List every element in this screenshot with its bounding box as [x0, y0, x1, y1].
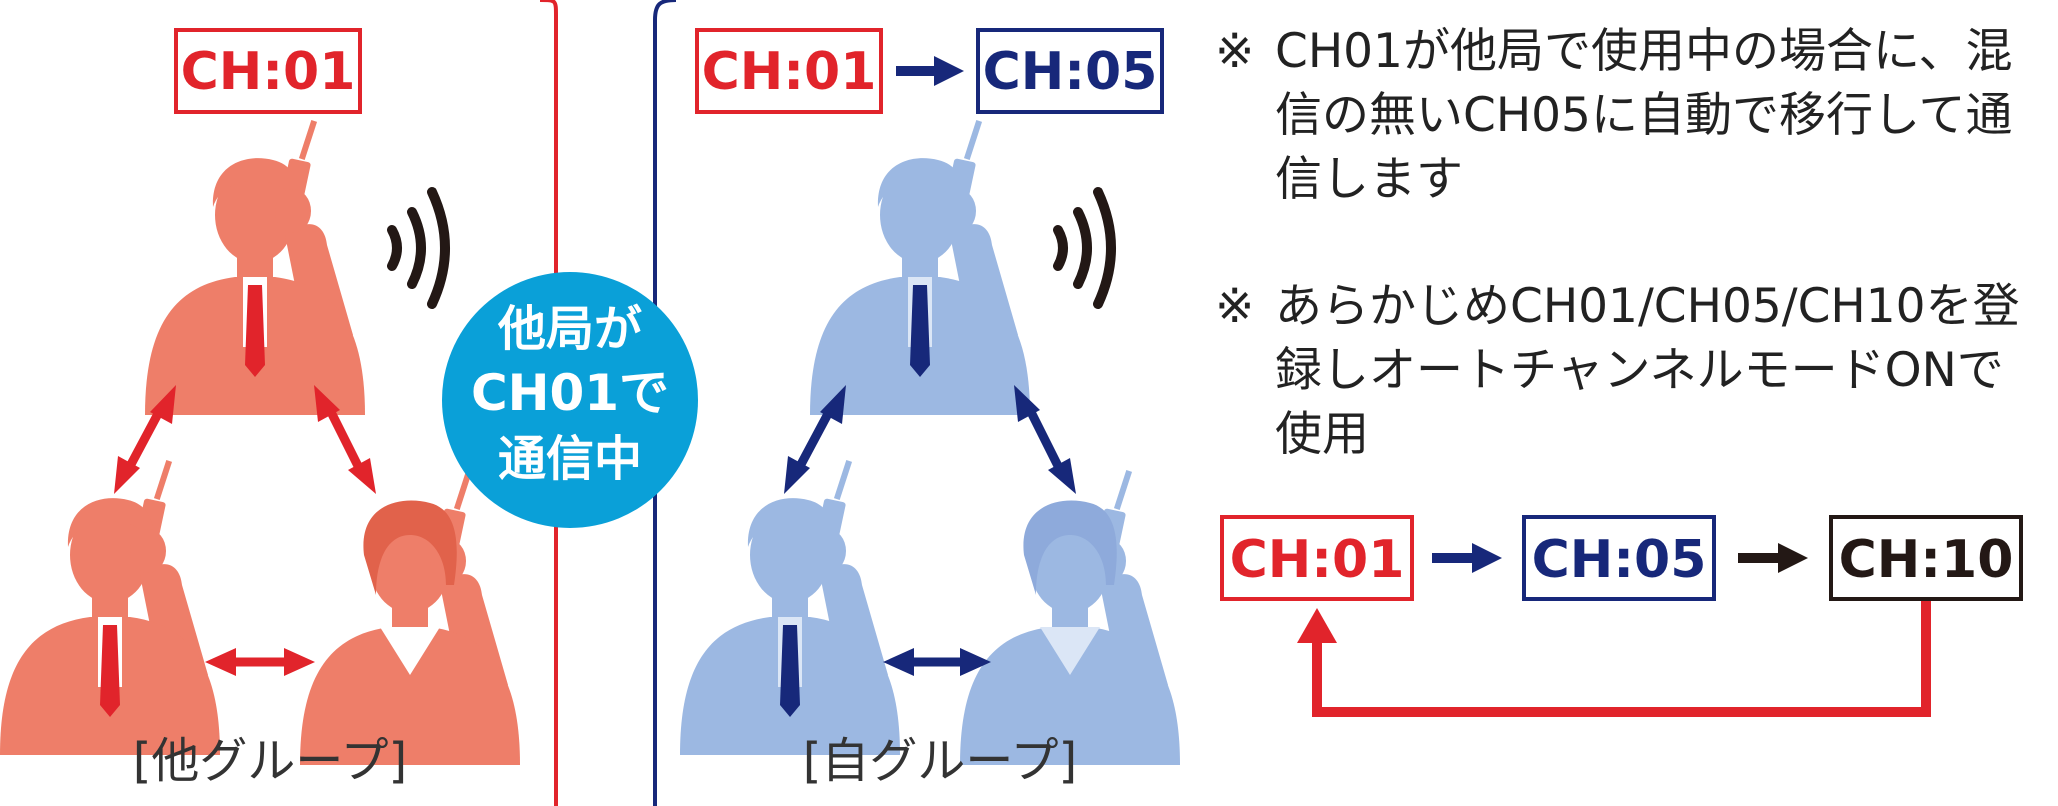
left-top-person-icon: [145, 120, 365, 415]
cycle-label-ch01: CH:01: [1230, 530, 1405, 590]
cycle-box-ch01: CH:01: [1220, 515, 1414, 601]
badge-line-3: 通信中: [498, 431, 642, 487]
right-channel-from-label: CH:01: [702, 42, 877, 102]
right-bottom-left-person-icon: [680, 460, 900, 755]
left-bottom-right-woman-icon: [300, 470, 520, 765]
right-radio-wave-icon: [1053, 187, 1116, 309]
right-channel-arrow-icon: [896, 56, 964, 86]
left-panel-border: [539, 0, 558, 806]
center-status-badge: 他局が CH01で 通信中: [442, 272, 698, 528]
right-channel-to-label: CH:05: [983, 42, 1158, 102]
left-bottom-left-person-icon: [0, 460, 220, 755]
cycle-box-ch05: CH:05: [1522, 515, 1716, 601]
left-arrow-icon-group: [114, 385, 376, 676]
cycle-label-ch05: CH:05: [1532, 530, 1707, 590]
badge-line-2: CH01で: [471, 364, 669, 422]
right-panel-border: [653, 0, 677, 806]
cycle-return-arrow-icon: [1297, 601, 1931, 717]
cycle-arrow-icon-2: [1738, 543, 1808, 573]
note-1-mark: ※: [1215, 24, 1255, 79]
right-bottom-right-woman-icon: [960, 470, 1180, 765]
note-1-text: CH01が他局で使用中の場合に、混信の無いCH05に自動で移行して通信します: [1275, 24, 2013, 207]
right-group-caption: [自グループ]: [803, 733, 1078, 789]
right-top-person-icon: [810, 120, 1030, 415]
note-2: ※ あらかじめCH01/CH05/CH10を登録しオートチャンネルモードONで使…: [1215, 275, 2045, 467]
left-channel-box: CH:01: [174, 28, 362, 114]
cycle-label-ch10: CH:10: [1839, 530, 2014, 590]
left-radio-wave-icon: [387, 187, 450, 309]
cycle-box-ch10: CH:10: [1829, 515, 2023, 601]
note-2-text: あらかじめCH01/CH05/CH10を登録しオートチャンネルモードONで使用: [1275, 279, 2020, 462]
right-arrow-icon-group: [784, 385, 1076, 676]
badge-line-1: 他局が: [497, 301, 642, 357]
left-channel-label: CH:01: [181, 42, 356, 102]
right-channel-to-box: CH:05: [976, 28, 1164, 114]
cycle-arrow-icon-1: [1432, 543, 1502, 573]
left-group-caption: [他グループ]: [133, 733, 408, 789]
right-channel-from-box: CH:01: [695, 28, 883, 114]
note-1: ※ CH01が他局で使用中の場合に、混信の無いCH05に自動で移行して通信します: [1215, 20, 2045, 212]
note-2-mark: ※: [1215, 279, 1255, 334]
